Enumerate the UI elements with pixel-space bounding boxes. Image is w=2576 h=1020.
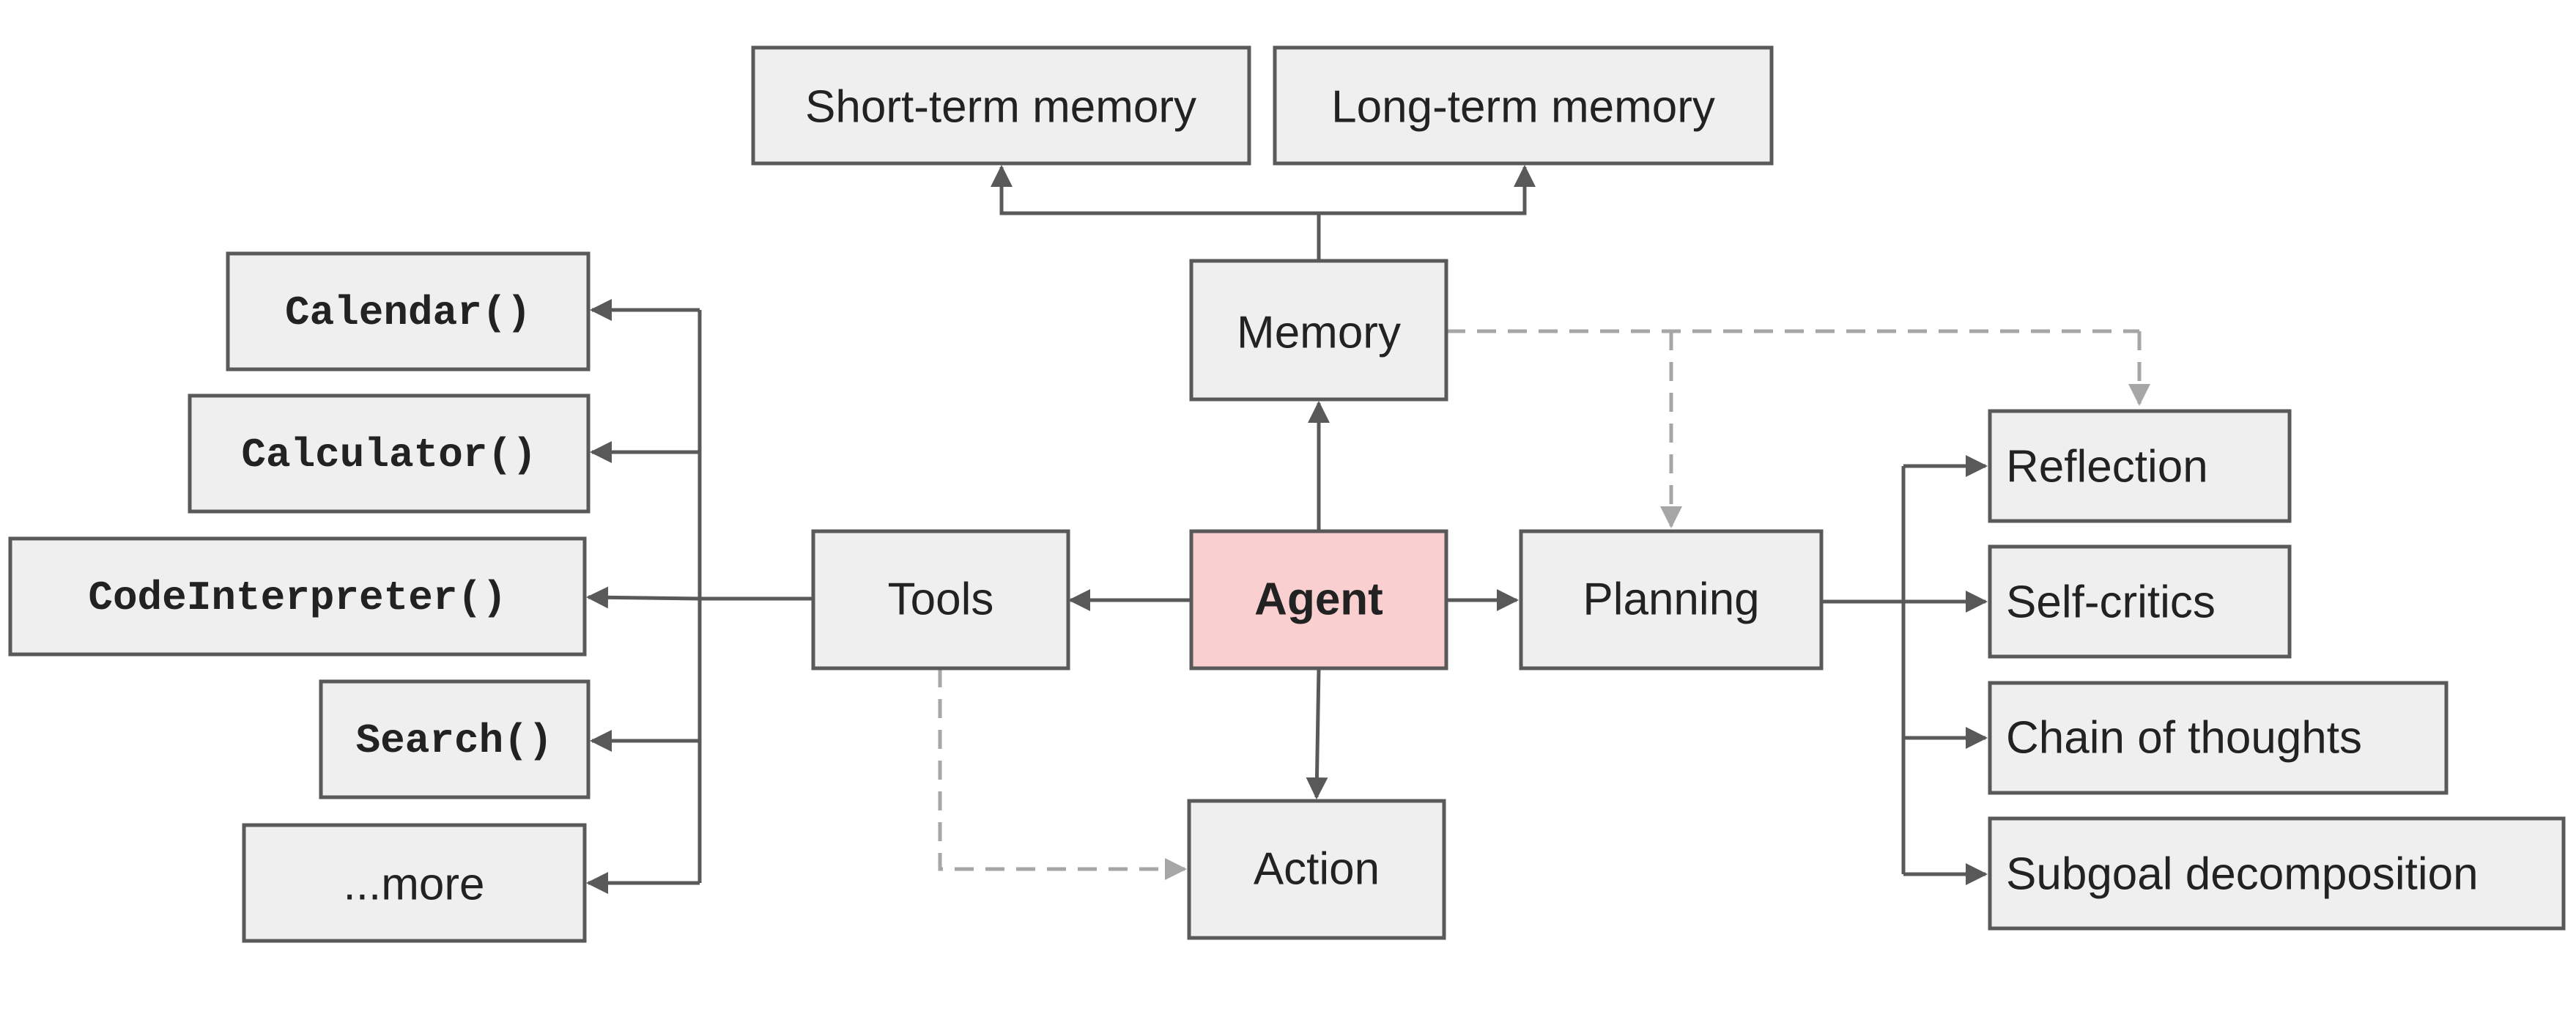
chain-of-thoughts-node: Chain of thoughts [1988, 681, 2449, 795]
tools-label: Tools [888, 574, 994, 625]
connector-memory-to-long-term [1319, 165, 1536, 215]
planning-label: Planning [1583, 574, 1759, 625]
action-label: Action [1254, 844, 1380, 895]
long-term-memory-label: Long-term memory [1331, 82, 1715, 133]
subgoal-decomposition-node: Subgoal decomposition [1988, 816, 2566, 931]
calendar-node: Calendar() [226, 251, 591, 372]
code-interpreter-label: CodeInterpreter() [88, 574, 506, 621]
memory-label: Memory [1237, 308, 1401, 358]
more-node: ...more [242, 823, 587, 943]
connector-to-code-interpreter [586, 586, 700, 609]
tools-node: Tools [811, 529, 1070, 670]
connectors [586, 165, 2150, 894]
search-node: Search() [319, 679, 591, 799]
memory-node: Memory [1189, 259, 1448, 402]
search-label: Search() [356, 717, 553, 764]
calculator-node: Calculator() [188, 393, 591, 514]
planning-node: Planning [1519, 529, 1824, 670]
long-term-memory-node: Long-term memory [1273, 45, 1774, 166]
self-critics-node: Self-critics [1988, 544, 2292, 659]
agent-node: Agent [1189, 529, 1448, 670]
more-label: ...more [344, 860, 485, 910]
code-interpreter-node: CodeInterpreter() [8, 536, 587, 657]
self-critics-label: Self-critics [2006, 577, 2216, 628]
dashed-tools-to-action [938, 668, 1187, 880]
short-term-memory-label: Short-term memory [805, 82, 1196, 133]
agent-label: Agent [1254, 574, 1383, 625]
calendar-label: Calendar() [285, 289, 531, 336]
subgoal-decomposition-label: Subgoal decomposition [2006, 849, 2479, 900]
calculator-label: Calculator() [241, 432, 536, 478]
connector-agent-to-action [1306, 668, 1328, 799]
reflection-label: Reflection [2006, 442, 2208, 492]
reflection-node: Reflection [1988, 409, 2292, 523]
action-node: Action [1187, 799, 1446, 940]
short-term-memory-node: Short-term memory [751, 45, 1251, 166]
connector-memory-to-short-term [991, 165, 1319, 215]
chain-of-thoughts-label: Chain of thoughts [2006, 713, 2362, 764]
